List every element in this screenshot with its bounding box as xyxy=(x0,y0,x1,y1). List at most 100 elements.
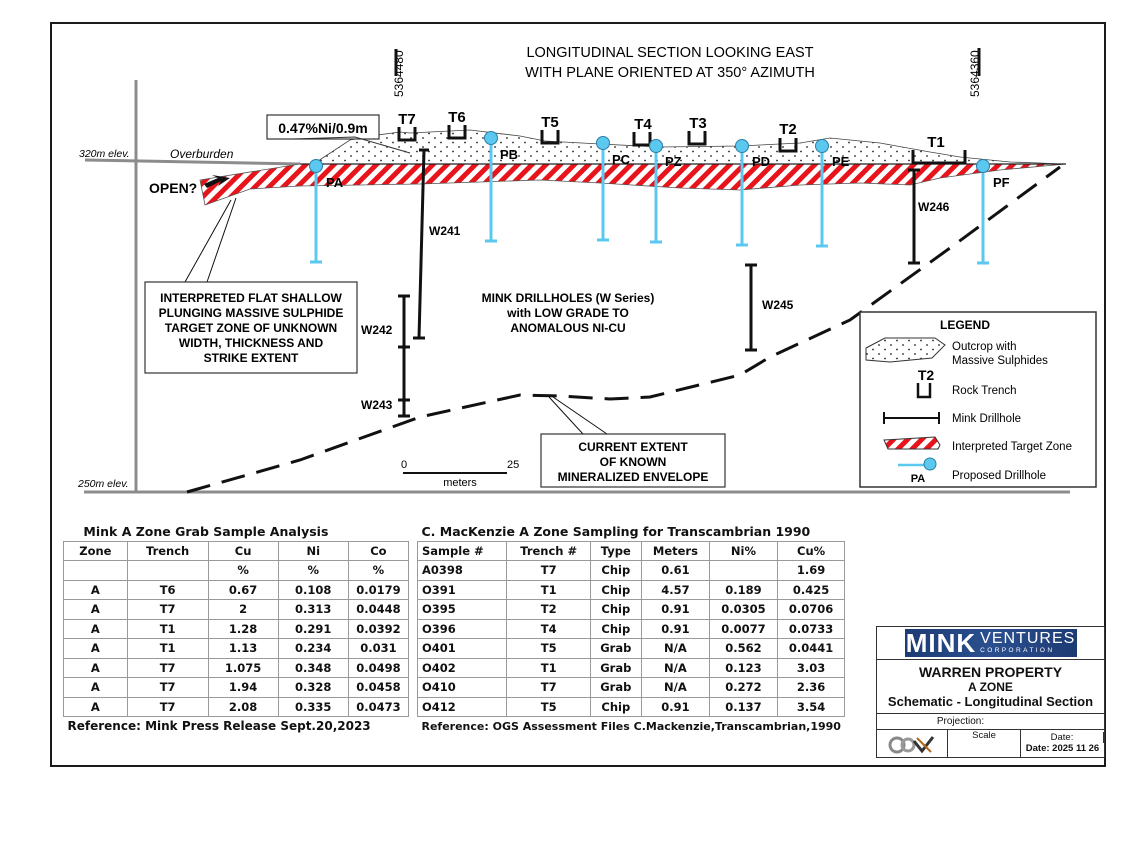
trench-label-t6: T6 xyxy=(448,109,466,126)
target-zone-callout-box xyxy=(144,281,358,374)
cell: 0.348 xyxy=(277,657,349,678)
target-callout-line5: STRIKE EXTENT xyxy=(204,351,299,365)
mineralized-envelope-line xyxy=(186,165,1061,494)
consultant-logo-icon xyxy=(877,730,948,757)
interpreted-target-zone xyxy=(199,163,1067,206)
proposed-label-pa: PA xyxy=(326,175,344,190)
cell: N/A xyxy=(640,677,711,698)
cell: Grab xyxy=(589,677,642,698)
drillholes-note-line2: with LOW GRADE TO xyxy=(506,306,629,320)
cell: T7 xyxy=(506,677,591,698)
cell: Chip xyxy=(589,599,642,620)
cell: T1 xyxy=(126,638,209,659)
cell: 0.91 xyxy=(640,696,711,717)
mackenzie-sampling-table: C. MacKenzie A Zone Sampling for Transca… xyxy=(416,522,846,736)
cell: T2 xyxy=(506,599,591,620)
grab-header-co: Co xyxy=(347,540,410,561)
cell: O395 xyxy=(416,599,508,620)
target-callout-line2: PLUNGING MASSIVE SULPHIDE xyxy=(159,306,344,320)
legend-target-label: Interpreted Target Zone xyxy=(952,441,1072,453)
cell: T1 xyxy=(506,657,591,678)
cell: N/A xyxy=(640,657,711,678)
longitudinal-section-diagram: LONGITUDINAL SECTION LOOKING EAST WITH P… xyxy=(77,45,1097,494)
cell: O402 xyxy=(416,657,508,678)
drillhole-label-w242: W242 xyxy=(361,323,393,337)
cell: 4.57 xyxy=(640,579,711,600)
drillhole-label-w243: W243 xyxy=(361,398,393,412)
legend: LEGEND Outcrop with Massive Sulphides T2… xyxy=(859,311,1097,488)
mackenzie-table-reference: Reference: OGS Assessment Files C.Macken… xyxy=(421,719,841,733)
drillholes-note-line3: ANOMALOUS NI-CU xyxy=(510,321,625,335)
diagram-title-line1: LONGITUDINAL SECTION LOOKING EAST xyxy=(526,45,813,61)
cell: 0.137 xyxy=(709,696,778,717)
northing-left: 5364480 xyxy=(392,50,406,97)
proposed-label-pd: PD xyxy=(752,154,770,169)
mk-header-sample: Sample # xyxy=(416,540,508,561)
cell: 2 xyxy=(207,599,279,620)
legend-outcrop-line2: Massive Sulphides xyxy=(952,355,1048,367)
proposed-label-pe: PE xyxy=(832,154,850,169)
cell: 1.13 xyxy=(207,638,279,659)
cell: T5 xyxy=(506,638,591,659)
proposed-label-pz: PZ xyxy=(665,154,682,169)
date-value: Date: 2025 11 26 xyxy=(1025,743,1100,754)
grab-unit: % xyxy=(277,560,349,581)
cell: 0.91 xyxy=(640,618,711,639)
cell: T6 xyxy=(126,579,209,600)
legend-outcrop-line1: Outcrop with xyxy=(952,341,1017,353)
cell: T7 xyxy=(126,599,209,620)
cell: 0.0077 xyxy=(709,618,778,639)
grab-header-cu: Cu xyxy=(207,540,279,561)
cell: Chip xyxy=(589,579,642,600)
drillhole-icon xyxy=(883,412,940,424)
grab-unit: % xyxy=(347,560,410,581)
trench-icon xyxy=(916,383,932,399)
cell: T1 xyxy=(126,618,209,639)
logo-main: MINK xyxy=(905,628,977,658)
property-name: WARREN PROPERTY xyxy=(918,664,1063,680)
cell: O410 xyxy=(416,677,508,698)
cell: T7 xyxy=(126,696,209,717)
logo-sub1: VENTURES xyxy=(980,630,1076,648)
cell: 0.0498 xyxy=(347,657,410,678)
title-block: MINK VENTURES CORPORATION WARREN PROPERT… xyxy=(876,626,1105,758)
proposed-drillholes xyxy=(310,138,989,265)
date-label: Date: xyxy=(1021,732,1104,743)
cell: 0.234 xyxy=(277,638,349,659)
scale-bar-unit: meters xyxy=(443,477,477,489)
target-callout-line3: TARGET ZONE OF UNKNOWN xyxy=(165,321,337,335)
trench-label-t3: T3 xyxy=(689,115,707,132)
cell: Grab xyxy=(589,638,642,659)
cell: A xyxy=(63,579,128,600)
section-subtitle: Schematic - Longitudinal Section xyxy=(887,694,1094,709)
mk-header-meters: Meters xyxy=(640,540,711,561)
mk-header-ni: Ni% xyxy=(709,540,778,561)
cell: 0.61 xyxy=(640,560,711,581)
cell: T1 xyxy=(506,579,591,600)
target-callout-line4: WIDTH, THICKNESS AND xyxy=(179,336,324,350)
cell: O396 xyxy=(416,618,508,639)
target-callout-line1: INTERPRETED FLAT SHALLOW xyxy=(160,291,342,305)
cell: 0.031 xyxy=(347,638,410,659)
elevation-320-label: 320m elev. xyxy=(79,148,130,160)
drillhole-label-w246: W246 xyxy=(918,200,950,214)
cell: T4 xyxy=(506,618,591,639)
outcrop-icon xyxy=(865,337,946,363)
cell: A xyxy=(63,696,128,717)
cell: 0.0305 xyxy=(709,599,778,620)
grab-header-zone: Zone xyxy=(63,540,128,561)
cell: 0.291 xyxy=(277,618,349,639)
cell: 0.0392 xyxy=(347,618,410,639)
proposed-label-pc: PC xyxy=(612,152,631,167)
assay-callout-box xyxy=(266,114,380,140)
grab-table-title: Mink A Zone Grab Sample Analysis xyxy=(83,523,329,539)
cell: 0.189 xyxy=(709,579,778,600)
trench-label-t2: T2 xyxy=(779,121,797,138)
cell xyxy=(709,560,778,581)
